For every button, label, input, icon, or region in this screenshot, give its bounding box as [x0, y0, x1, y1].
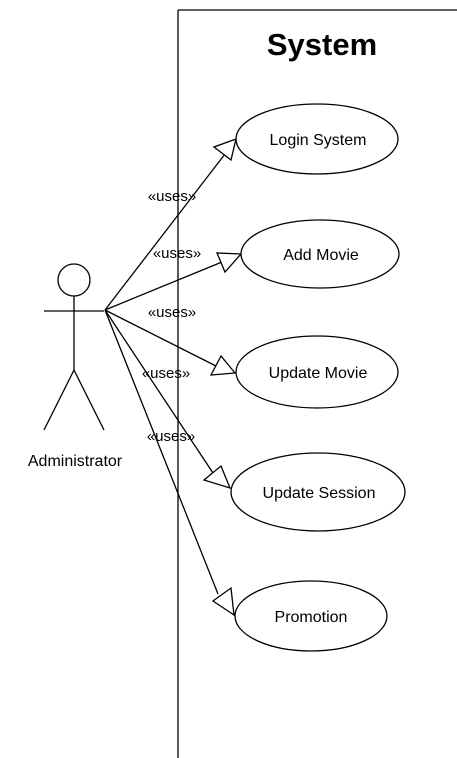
use-case-label: Update Movie [269, 365, 368, 382]
use-case-label: Update Session [263, 485, 376, 502]
association-line [104, 309, 217, 367]
use-case-label: Login System [270, 132, 367, 149]
use-case-ellipse [235, 335, 399, 409]
association-update-movie[interactable] [104, 309, 237, 376]
actor-head [57, 263, 91, 297]
association-line [104, 309, 219, 595]
use-case-ellipse [230, 452, 406, 532]
actor-right-leg [73, 369, 105, 431]
arrowhead-icon [209, 354, 237, 376]
use-case-add-movie[interactable]: Add Movie [240, 219, 400, 289]
association-promotion[interactable] [104, 309, 235, 617]
arrowhead-icon [212, 137, 237, 162]
use-case-label: Add Movie [283, 247, 359, 264]
association-login[interactable] [104, 137, 237, 311]
association-line [104, 153, 226, 311]
uses-label-promotion: «uses» [147, 428, 195, 445]
uses-label-update-session: «uses» [142, 365, 190, 382]
association-line [104, 261, 223, 311]
arrowhead-icon [211, 586, 235, 617]
arrowhead-icon [202, 464, 232, 490]
arrowhead-icon [216, 252, 243, 274]
uses-label-add-movie: «uses» [153, 245, 201, 262]
actor-name: Administrator [28, 453, 123, 470]
uses-label-update-movie: «uses» [148, 304, 196, 321]
use-case-ellipse [234, 580, 388, 652]
use-case-ellipse [235, 103, 399, 175]
uses-label-login: «uses» [148, 188, 196, 205]
use-case-login-system[interactable]: Login System [235, 103, 399, 175]
system-title: System [267, 27, 377, 62]
use-case-promotion[interactable]: Promotion [234, 580, 388, 652]
use-case-update-session[interactable]: Update Session [230, 452, 406, 532]
use-case-update-movie[interactable]: Update Movie [235, 335, 399, 409]
use-case-label: Promotion [275, 609, 348, 626]
actor-administrator[interactable] [43, 263, 105, 431]
association-line [104, 309, 214, 474]
use-case-ellipse [240, 219, 400, 289]
actor-left-leg [43, 369, 75, 431]
association-add-movie[interactable] [104, 252, 243, 311]
association-update-session[interactable] [104, 309, 232, 490]
